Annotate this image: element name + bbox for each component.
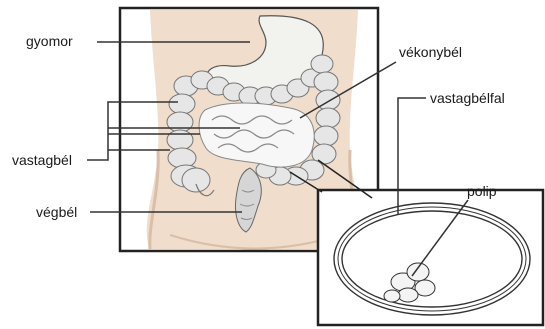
label-colon-wall: vastagbélfal [430,90,505,106]
label-large-intestine: vastagbél [12,152,72,168]
label-rectum: végbél [36,204,77,220]
label-polyp: polip [467,183,497,199]
label-stomach: gyomor [26,33,73,49]
label-small-intestine: vékonybél [399,44,462,60]
